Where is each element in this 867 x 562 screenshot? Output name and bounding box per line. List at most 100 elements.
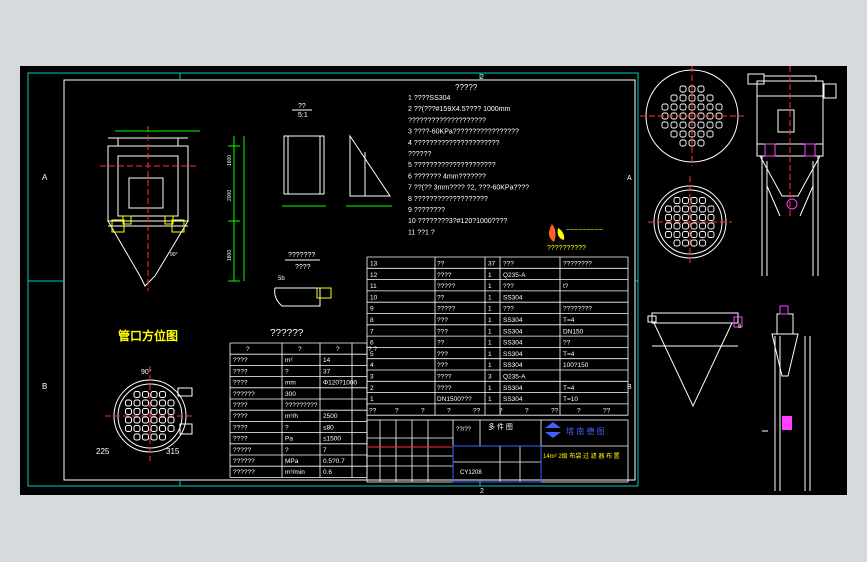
parts-cell: 100?150 [563, 362, 589, 369]
side-elevation-top-right [747, 73, 837, 276]
tube-sheet-view-top [640, 66, 744, 166]
border-mark-top: 2 [480, 74, 484, 81]
parts-cell: 9 [370, 306, 374, 313]
parts-cell: 8 [370, 317, 374, 324]
filter-bag-hole [679, 94, 687, 102]
parts-cell: 37 [488, 261, 496, 268]
filter-bag-hole [150, 416, 158, 424]
parts-cell: ????? [437, 283, 455, 290]
drain-valve-icon [782, 416, 792, 430]
note-line: 6 ??????? 4mm??????? [408, 173, 486, 180]
border-mark-left-b: B [42, 382, 47, 391]
filter-bag-hole [159, 433, 166, 441]
filter-bag-hole [697, 121, 705, 129]
filter-bag-hole [159, 408, 166, 415]
parts-cell: 1 [488, 396, 492, 403]
note-line: ?????? [408, 151, 431, 158]
border-mark-right-b: B [627, 384, 632, 391]
parts-cell: ??? [437, 317, 448, 324]
filter-bag-hole [167, 416, 175, 424]
filter-bag-hole [673, 197, 681, 204]
cad-drawing-viewport[interactable]: 2 A B A B 2 [20, 66, 847, 495]
filter-bag-hole [142, 399, 149, 407]
filter-bag-hole [699, 197, 706, 204]
filter-bag-hole [133, 391, 141, 398]
parts-cell: T=4 [563, 317, 575, 324]
filter-bag-hole [150, 399, 158, 407]
logo-stamp-text: ~~~~~~~~~ [566, 227, 603, 234]
filter-bag-hole [142, 433, 149, 441]
orientation-dim-right: 315 [166, 447, 180, 456]
filter-bag-hole [142, 391, 149, 398]
spec-cell: ?????? [233, 458, 255, 465]
parts-cell: 1 [488, 317, 492, 324]
parts-cell: SS304 [503, 351, 523, 358]
parts-cell: SS304 [503, 340, 523, 347]
parts-cell: SS304 [503, 294, 523, 301]
title-company: 塔 南 德 图 [566, 426, 605, 436]
parts-cell: SS304 [503, 328, 523, 335]
parts-cell: ??? [437, 362, 448, 369]
filter-bag-hole [159, 391, 166, 398]
filter-bag-hole [679, 139, 687, 147]
parts-cell: T=10 [563, 396, 578, 403]
parts-cell: 1 [488, 385, 492, 392]
filter-bag-hole [673, 222, 681, 230]
note-line: 4 ?????????????????????? [408, 140, 500, 147]
parts-header-cell: ? [395, 407, 399, 414]
spec-cell: 14 [323, 357, 331, 364]
parts-cell: ???? [437, 385, 452, 392]
parts-cell: ????? [437, 306, 455, 313]
company-mark-icon [545, 422, 561, 438]
filter-bag-hole [167, 408, 175, 415]
filter-bag-hole [707, 205, 715, 213]
logo-caption: ?????????? [547, 245, 586, 252]
detail-2-label-2: ???? [295, 264, 311, 271]
filter-bag-hole [699, 205, 706, 213]
spec-cell: 0.5?0.7 [323, 458, 345, 465]
filter-bag-hole [699, 214, 706, 221]
parts-cell: 1 [488, 272, 492, 279]
filter-bag-hole [699, 222, 706, 230]
spec-cell: ???? [233, 436, 248, 443]
parts-cell: ???? [437, 272, 452, 279]
note-line: 9 ???????? [408, 207, 445, 214]
note-line: 8 ??????????????????? [408, 196, 488, 203]
detail-view-1: ?? 5:1 [282, 103, 392, 207]
filter-bag-hole [665, 222, 672, 230]
parts-cell: SS304 [503, 362, 523, 369]
parts-cell: ?? [437, 340, 445, 347]
filter-bag-hole [690, 239, 698, 247]
spec-cell: MPa [285, 458, 299, 465]
spec-cell: Φ120?1000 [323, 380, 357, 387]
parts-cell: 7 [370, 328, 374, 335]
filter-bag-hole [167, 399, 175, 407]
spec-cell: Pa [285, 436, 293, 443]
parts-cell: T=4 [563, 351, 575, 358]
parts-cell: ???????? [563, 261, 592, 268]
spec-cell: ???? [233, 413, 248, 420]
parts-cell: 13 [370, 261, 378, 268]
filter-bag-hole [150, 391, 158, 398]
filter-bag-hole [697, 103, 705, 111]
filter-bag-hole [665, 231, 672, 238]
filter-bag-hole [159, 399, 166, 407]
spec-cell: ???? [233, 424, 248, 431]
parts-header-cell: ?? [473, 407, 481, 414]
filter-bag-hole [670, 130, 678, 138]
note-line: 5 ????????????????????? [408, 162, 496, 169]
sheet-frame [27, 72, 639, 487]
spec-cell: ? [285, 447, 289, 454]
side-elevation-bottom-right [762, 305, 811, 491]
spec-cell: ?????? [233, 391, 255, 398]
side-elevation-bottom-left [647, 312, 743, 408]
filter-bag-hole [715, 121, 723, 129]
spec-cell: 2500 [323, 413, 338, 420]
parts-header-cell: ?? [551, 407, 559, 414]
spec-cell: 300 [285, 391, 296, 398]
svg-text:90°: 90° [170, 252, 178, 258]
parts-cell: 10 [370, 294, 378, 301]
detail-2-dim: 5b [278, 276, 285, 282]
parts-cell: DN150 [563, 328, 584, 335]
